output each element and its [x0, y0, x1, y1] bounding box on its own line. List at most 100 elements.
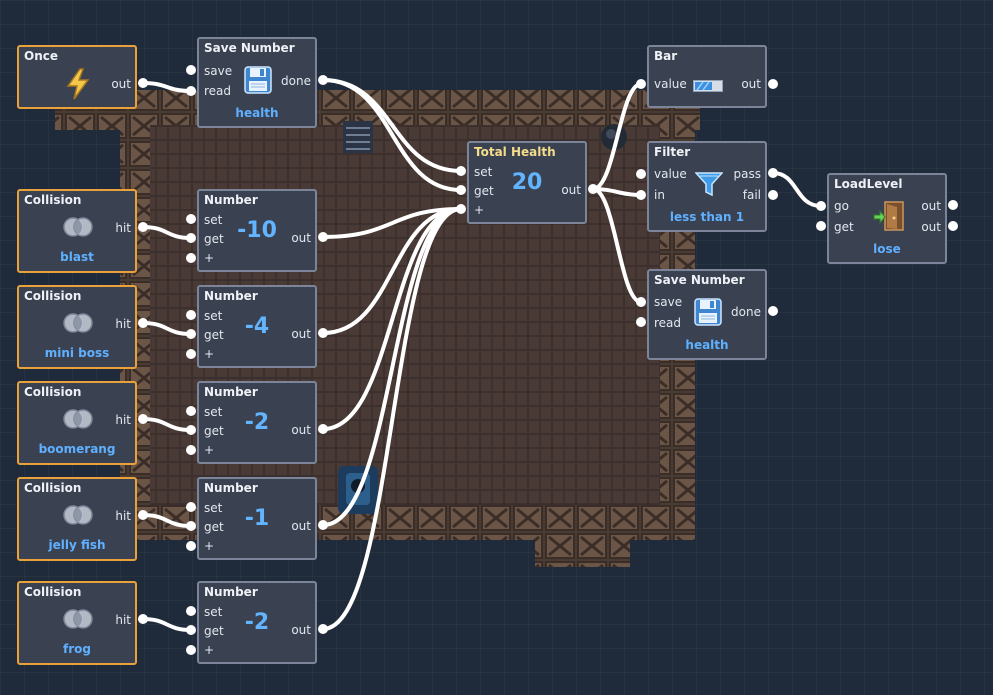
number-value: -10: [237, 218, 277, 243]
port-connector[interactable]: [768, 190, 778, 200]
get-port-label: get: [834, 220, 854, 234]
port-connector[interactable]: [816, 221, 826, 231]
filter-condition-label: less than 1: [669, 210, 745, 224]
out-port-label: out: [111, 77, 131, 91]
number-value: -1: [244, 506, 270, 531]
port-connector[interactable]: [186, 645, 196, 655]
port-connector[interactable]: [138, 222, 148, 232]
port-connector[interactable]: [816, 201, 826, 211]
port-connector[interactable]: [636, 169, 646, 179]
floppy-disk-icon: [694, 298, 722, 326]
port-connector[interactable]: [186, 86, 196, 96]
port-connector[interactable]: [318, 232, 328, 242]
once-node[interactable]: Once out: [17, 45, 137, 109]
port-connector[interactable]: [318, 624, 328, 634]
port-connector[interactable]: [186, 425, 196, 435]
port-connector[interactable]: [186, 214, 196, 224]
port-connector[interactable]: [456, 166, 466, 176]
collision-target-label: blast: [60, 250, 94, 264]
node-title: Filter: [654, 145, 691, 159]
port-connector[interactable]: [138, 318, 148, 328]
port-connector[interactable]: [768, 306, 778, 316]
wire-number-1-to-total-plus: [321, 207, 463, 239]
port-connector[interactable]: [456, 204, 466, 214]
port-connector[interactable]: [138, 78, 148, 88]
port-connector[interactable]: [588, 184, 598, 194]
filter-node[interactable]: Filter value in pass fail less than 1: [647, 141, 767, 232]
collision-icon: [63, 217, 93, 237]
pass-port-label: pass: [733, 167, 761, 181]
value-port-label: value: [654, 167, 687, 181]
out-port-label: out: [291, 623, 311, 637]
lightning-icon: [66, 68, 90, 100]
port-connector[interactable]: [138, 510, 148, 520]
out-port-label: out: [741, 77, 761, 91]
port-connector[interactable]: [186, 606, 196, 616]
collision-target-label: boomerang: [38, 442, 116, 456]
read-port-label: read: [654, 316, 682, 330]
wire-total-to-save: [591, 187, 643, 304]
bar-node[interactable]: Bar value out: [647, 45, 767, 108]
done-port-label: done: [731, 305, 761, 319]
out-port-label: out: [291, 423, 311, 437]
set-port-label: set: [204, 605, 223, 619]
port-connector[interactable]: [186, 521, 196, 531]
port-connector[interactable]: [636, 190, 646, 200]
port-connector[interactable]: [186, 406, 196, 416]
node-title: Number: [204, 481, 258, 495]
port-connector[interactable]: [186, 233, 196, 243]
port-connector[interactable]: [186, 65, 196, 75]
port-connector[interactable]: [186, 329, 196, 339]
wire-hit-to-get-4: [141, 513, 193, 528]
port-connector[interactable]: [186, 445, 196, 455]
get-port-label: get: [204, 424, 224, 438]
port-connector[interactable]: [186, 502, 196, 512]
total-health-node[interactable]: Total Health set get + 20 out: [467, 141, 587, 224]
save-number-node[interactable]: Save Number save read done health: [647, 269, 767, 360]
port-connector[interactable]: [768, 168, 778, 178]
port-connector[interactable]: [318, 424, 328, 434]
number-value: -2: [244, 410, 270, 435]
port-connector[interactable]: [318, 520, 328, 530]
port-connector[interactable]: [186, 310, 196, 320]
out-port-label: out: [921, 220, 941, 234]
port-connector[interactable]: [186, 625, 196, 635]
port-connector[interactable]: [138, 414, 148, 424]
port-connector[interactable]: [186, 349, 196, 359]
port-connector[interactable]: [456, 185, 466, 195]
out-port-label: out: [291, 519, 311, 533]
port-connector[interactable]: [948, 221, 958, 231]
port-connector[interactable]: [318, 328, 328, 338]
out-port-label: out: [291, 231, 311, 245]
port-connector[interactable]: [636, 297, 646, 307]
node-title: Save Number: [654, 273, 745, 287]
port-connector[interactable]: [768, 79, 778, 89]
port-connector[interactable]: [138, 614, 148, 624]
set-port-label: set: [204, 405, 223, 419]
port-connector[interactable]: [318, 75, 328, 85]
port-connector[interactable]: [948, 200, 958, 210]
wire-filter-pass-to-go: [771, 171, 823, 208]
wire-hit-to-get-5: [141, 617, 193, 632]
wire-once-to-save-read: [141, 81, 193, 93]
node-title: Number: [204, 585, 258, 599]
add-port-label: +: [204, 643, 215, 657]
save-number-node[interactable]: Save Number save read done health: [197, 37, 317, 128]
port-connector[interactable]: [636, 317, 646, 327]
port-connector[interactable]: [186, 253, 196, 263]
port-connector[interactable]: [636, 79, 646, 89]
loadlevel-node[interactable]: LoadLevel go get out out lose: [827, 173, 947, 264]
port-connector[interactable]: [186, 541, 196, 551]
node-title: Save Number: [204, 41, 295, 55]
node-title: Collision: [24, 585, 82, 599]
